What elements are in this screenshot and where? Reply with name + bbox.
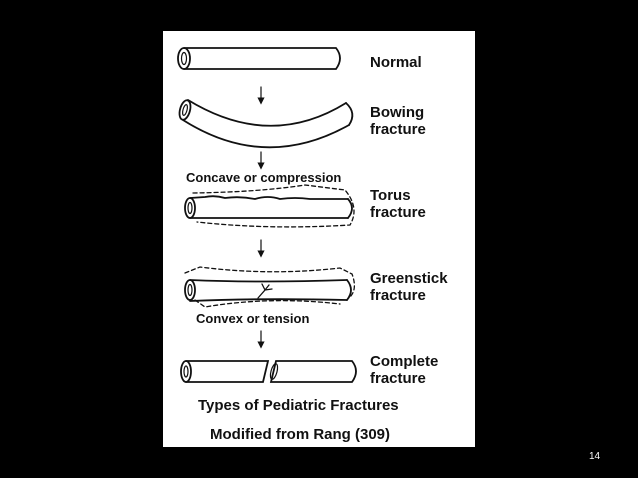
label-greenstick-sub: fracture [370, 287, 426, 304]
figure-caption: Types of Pediatric Fractures [198, 397, 399, 414]
label-complete-sub: fracture [370, 370, 426, 387]
normal-bone [177, 47, 341, 70]
annotation-convex: Convex or tension [196, 311, 310, 326]
label-torus-sub: fracture [370, 204, 426, 221]
figure-panel [163, 31, 475, 447]
annotation-concave: Concave or compression [186, 170, 342, 185]
label-normal: Normal [370, 54, 422, 71]
greenstick-bone [184, 266, 356, 308]
page-number: 14 [589, 451, 601, 462]
torus-bone [184, 184, 355, 228]
label-greenstick: Greenstick [370, 270, 448, 287]
bowing-bone [178, 99, 354, 149]
complete-fracture-bone [180, 360, 357, 383]
label-bowing: Bowing [370, 104, 425, 121]
figure-source: Modified from Rang (309) [210, 426, 391, 443]
label-bowing-sub: fracture [370, 121, 426, 138]
label-torus: Torus [370, 187, 411, 204]
label-complete: Complete [370, 353, 439, 370]
